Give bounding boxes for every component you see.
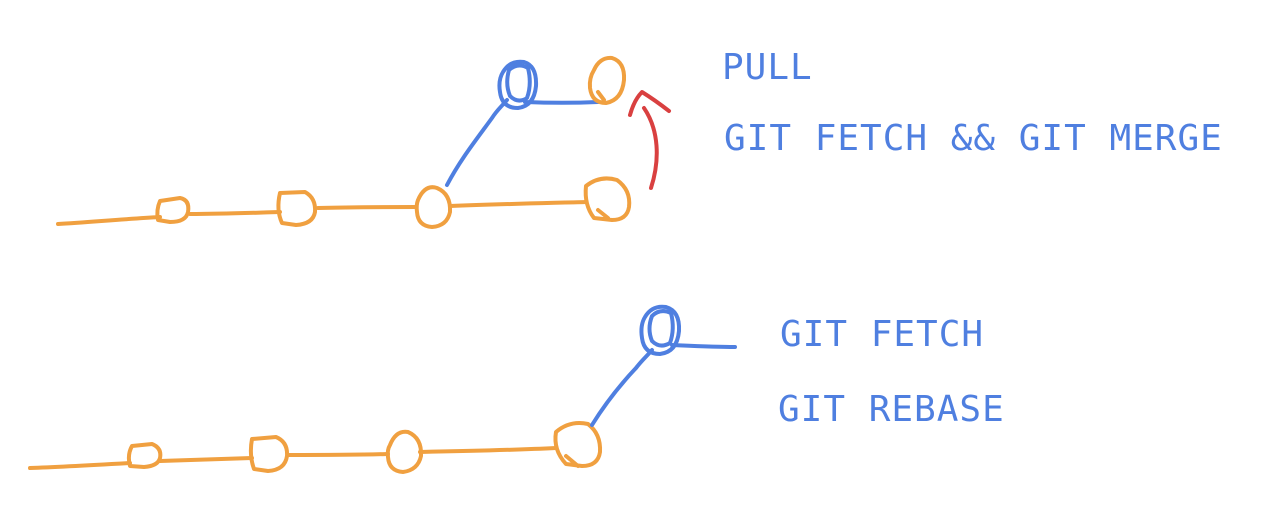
merge-commit-node [587, 55, 627, 105]
fetch-merge-label: GIT FETCH && GIT MERGE [724, 118, 1223, 159]
remote-commit-node [497, 59, 539, 110]
rebase-label: GIT REBASE [778, 389, 1005, 430]
remote-commit-node-outline [647, 309, 675, 348]
merge-diagram [56, 55, 671, 229]
main-branch-line [56, 200, 588, 226]
rebase-diagram [28, 304, 737, 474]
main-branch-line [28, 446, 558, 470]
pull-label: PULL [722, 47, 813, 88]
remote-branch-line [590, 343, 737, 427]
remote-commit-node [639, 304, 682, 356]
commit-node [583, 176, 632, 222]
commit-node [126, 442, 163, 469]
commit-node [553, 421, 603, 468]
remote-branch-line [445, 98, 600, 187]
commit-node [414, 185, 453, 229]
commit-node [248, 435, 290, 473]
merge-arrow [628, 90, 671, 190]
commit-node [385, 429, 424, 474]
remote-commit-node-outline [505, 63, 532, 103]
commit-node [276, 190, 318, 227]
fetch-label: GIT FETCH [780, 314, 985, 355]
commit-node [155, 196, 191, 224]
